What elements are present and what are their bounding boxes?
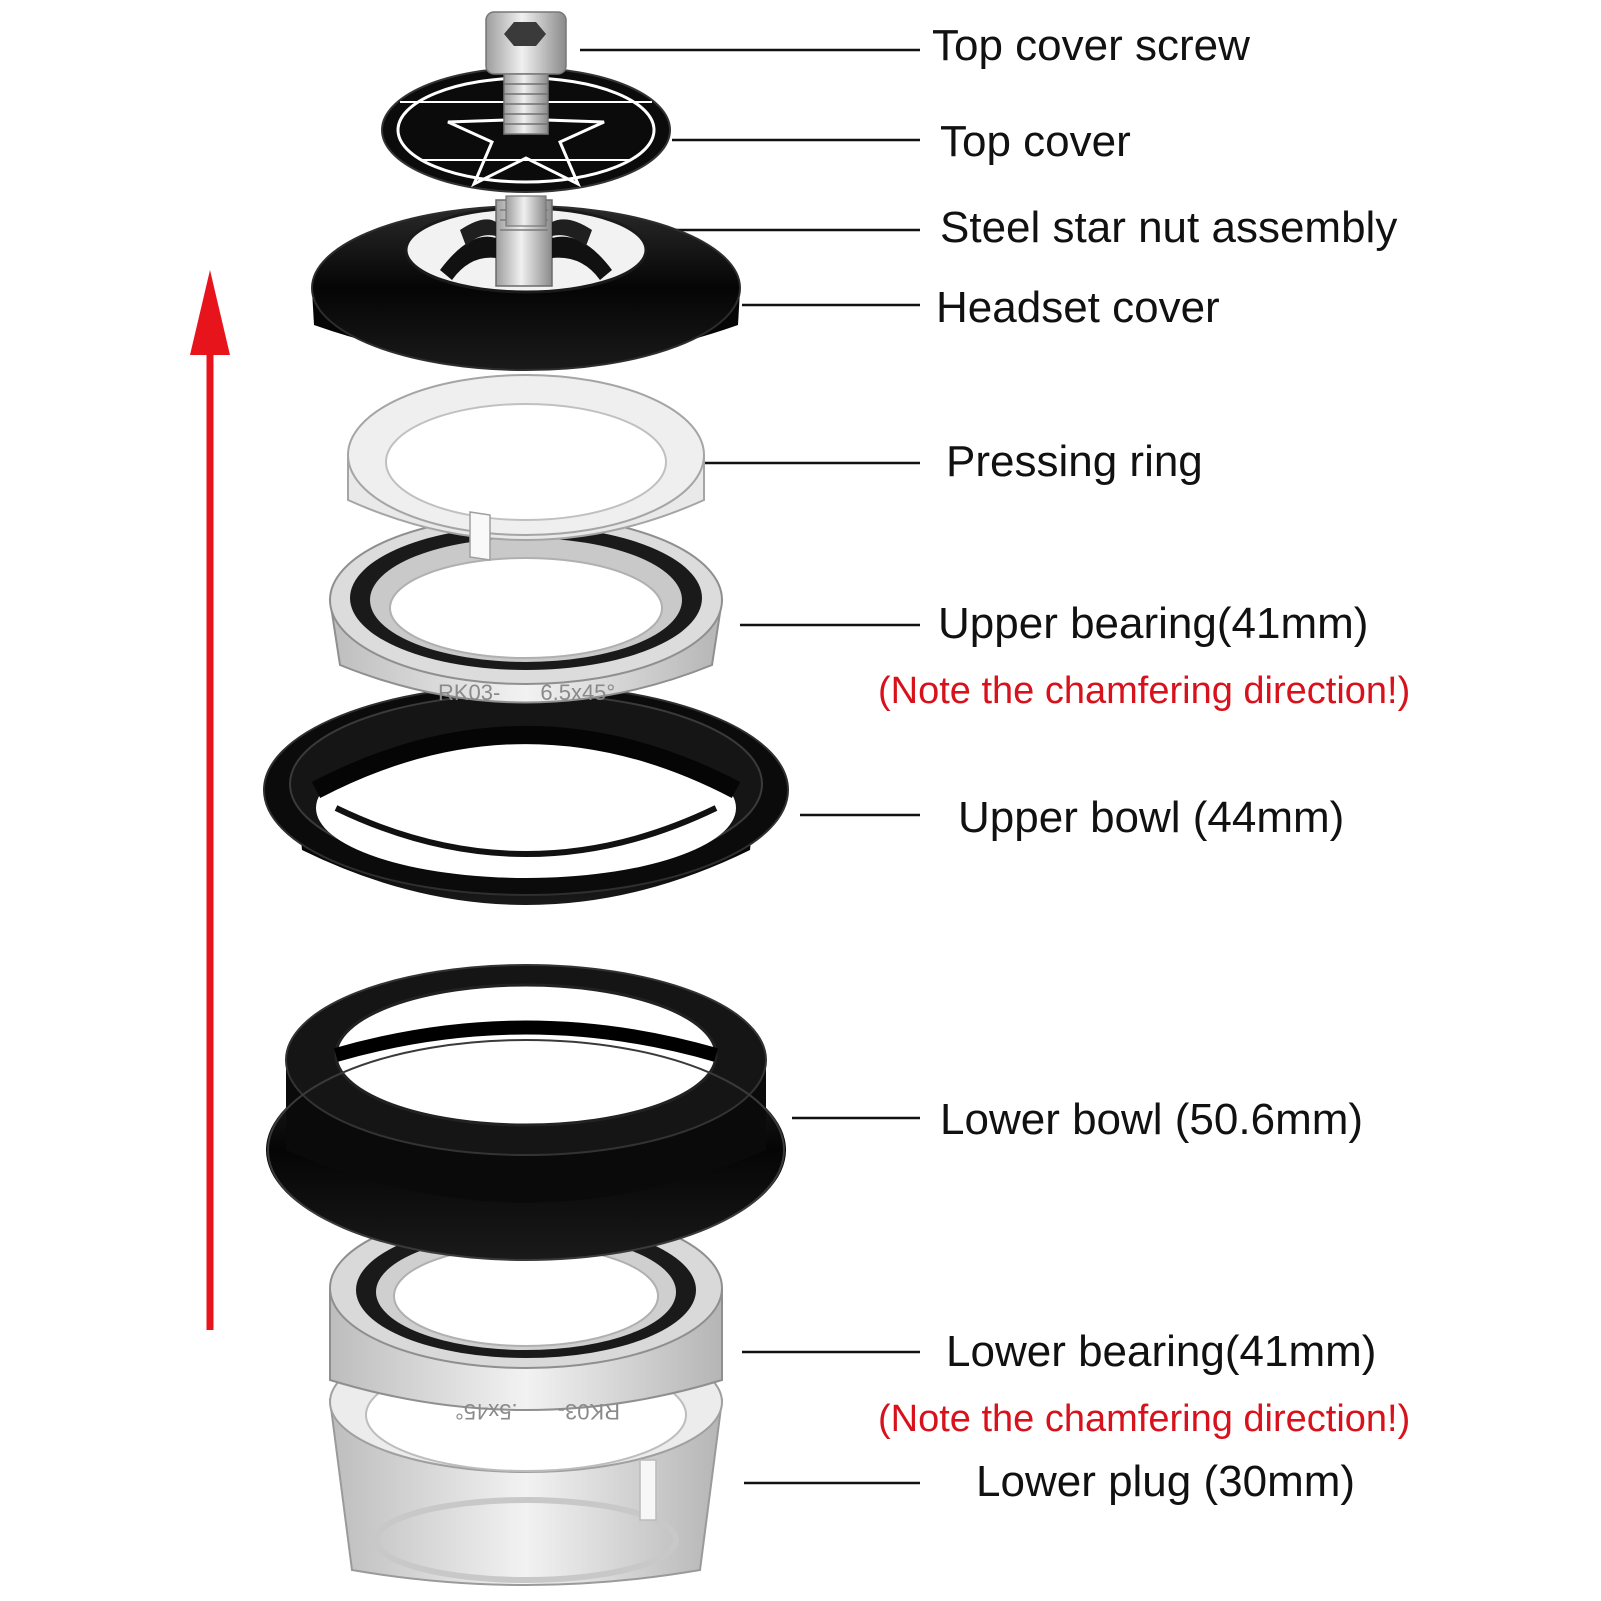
- top-cover-screw-part: [485, 11, 567, 227]
- direction-arrow: [190, 270, 230, 1330]
- pressing-ring-part: [347, 374, 705, 561]
- upper-bearing-part: RK03-6.5x45°: [328, 515, 724, 705]
- label-top-cover: Top cover: [940, 117, 1131, 166]
- label-upper-bearing: Upper bearing(41mm): [938, 599, 1369, 648]
- label-lower-bowl: Lower bowl (50.6mm): [940, 1095, 1364, 1144]
- lower-bowl-part: [266, 964, 786, 1261]
- label-top-cover-screw: Top cover screw: [932, 21, 1250, 70]
- label-lower-bearing: Lower bearing(41mm): [946, 1327, 1377, 1376]
- upper-bowl-part: [263, 684, 789, 905]
- upper-bearing-stamp: RK03-6.5x45°: [438, 680, 615, 705]
- note-upper-bearing: (Note the chamfering direction!): [878, 670, 1411, 712]
- lower-bearing-stamp: RK03-.5x45°: [455, 1399, 620, 1424]
- label-steel-star-nut-assembly: Steel star nut assembly: [940, 203, 1398, 252]
- label-upper-bowl: Upper bowl (44mm): [958, 793, 1345, 842]
- headset-cover-part: [311, 199, 741, 371]
- label-lower-plug: Lower plug (30mm): [976, 1457, 1356, 1506]
- label-headset-cover: Headset cover: [936, 283, 1220, 332]
- label-pressing-ring: Pressing ring: [946, 437, 1203, 486]
- note-lower-bearing: (Note the chamfering direction!): [878, 1398, 1411, 1440]
